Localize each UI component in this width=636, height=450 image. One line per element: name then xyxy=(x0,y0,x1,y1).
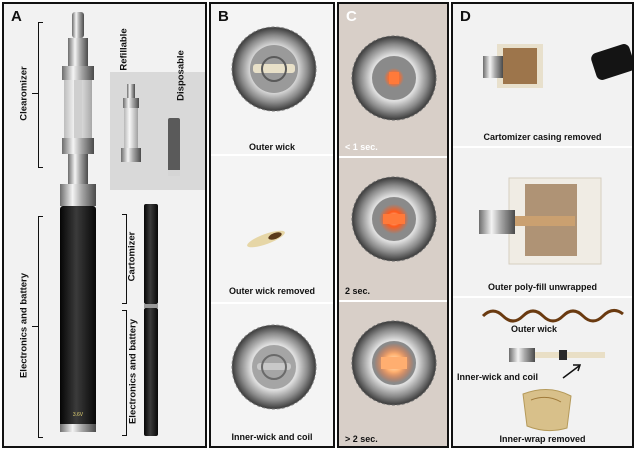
outer-wick-strand-image xyxy=(481,309,624,323)
caption-inner-wick-coil: Inner-wick and coil xyxy=(231,432,313,442)
electronics-bracket-right xyxy=(122,310,127,436)
caption-outer-wick-removed: Outer wick removed xyxy=(228,286,316,296)
battery-marking: 3.6V xyxy=(73,412,84,418)
inner-wick-coil-image xyxy=(231,324,317,410)
polyfill-unwrapped-image xyxy=(479,177,602,265)
time-label-1: < 1 sec. xyxy=(345,142,378,152)
caption-outer-wick: Outer wick xyxy=(248,142,295,152)
ecig-device-image: 3.6V xyxy=(60,12,96,432)
electronics-label-left: Electronics and battery xyxy=(18,272,30,379)
caption-inner-wrap-removed: Inner-wrap removed xyxy=(499,434,586,444)
outer-wick-removed-image xyxy=(247,230,285,248)
refillable-clearomizer-image xyxy=(121,84,141,162)
outer-wick-image xyxy=(231,26,317,112)
caption-polyfill-unwrapped: Outer poly-fill unwrapped xyxy=(487,282,597,292)
inner-wick-coil-d-image xyxy=(509,348,605,362)
time-label-3: > 2 sec. xyxy=(345,434,378,444)
panel-a: A Clearomizer Electronics and battery Re… xyxy=(2,2,207,448)
time-label-2: 2 sec. xyxy=(345,286,371,296)
panel-d: D Cartomizer casing removed Outer poly-f… xyxy=(451,2,634,448)
electronics-bracket-left xyxy=(38,216,43,438)
inner-wrap-removed-image xyxy=(522,389,572,432)
panel-c: C < 1 sec. 2 sec. xyxy=(337,2,449,448)
arrow-icon xyxy=(562,364,582,379)
clearomizer-bracket xyxy=(38,22,43,168)
panel-b: B Outer wick Outer wick removed xyxy=(209,2,335,448)
panel-d-label: D xyxy=(460,8,471,25)
coil-heating-image-3 xyxy=(351,320,437,406)
panel-b-label: B xyxy=(218,8,229,25)
coil-heating-image-1 xyxy=(351,35,437,121)
caption-outer-wick-d: Outer wick xyxy=(511,324,558,334)
clearomizer-label: Clearomizer xyxy=(18,66,30,121)
caption-cartomizer-casing-removed: Cartomizer casing removed xyxy=(483,132,602,142)
electronics-label-right: Electronics and battery xyxy=(127,318,139,425)
cartomizer-device-image xyxy=(144,204,158,436)
panel-a-label: A xyxy=(11,8,22,25)
cartomizer-label: Cartomizer xyxy=(126,231,138,282)
cartomizer-bracket xyxy=(122,214,127,304)
coil-heating-image-2 xyxy=(351,176,437,262)
disposable-cartomizer-image xyxy=(168,118,180,176)
disposable-label: Disposable xyxy=(175,50,187,101)
cartomizer-casing-removed-image xyxy=(483,44,632,88)
caption-inner-wick-coil-d: Inner-wick and coil xyxy=(457,372,539,382)
panel-c-label: C xyxy=(346,8,357,25)
